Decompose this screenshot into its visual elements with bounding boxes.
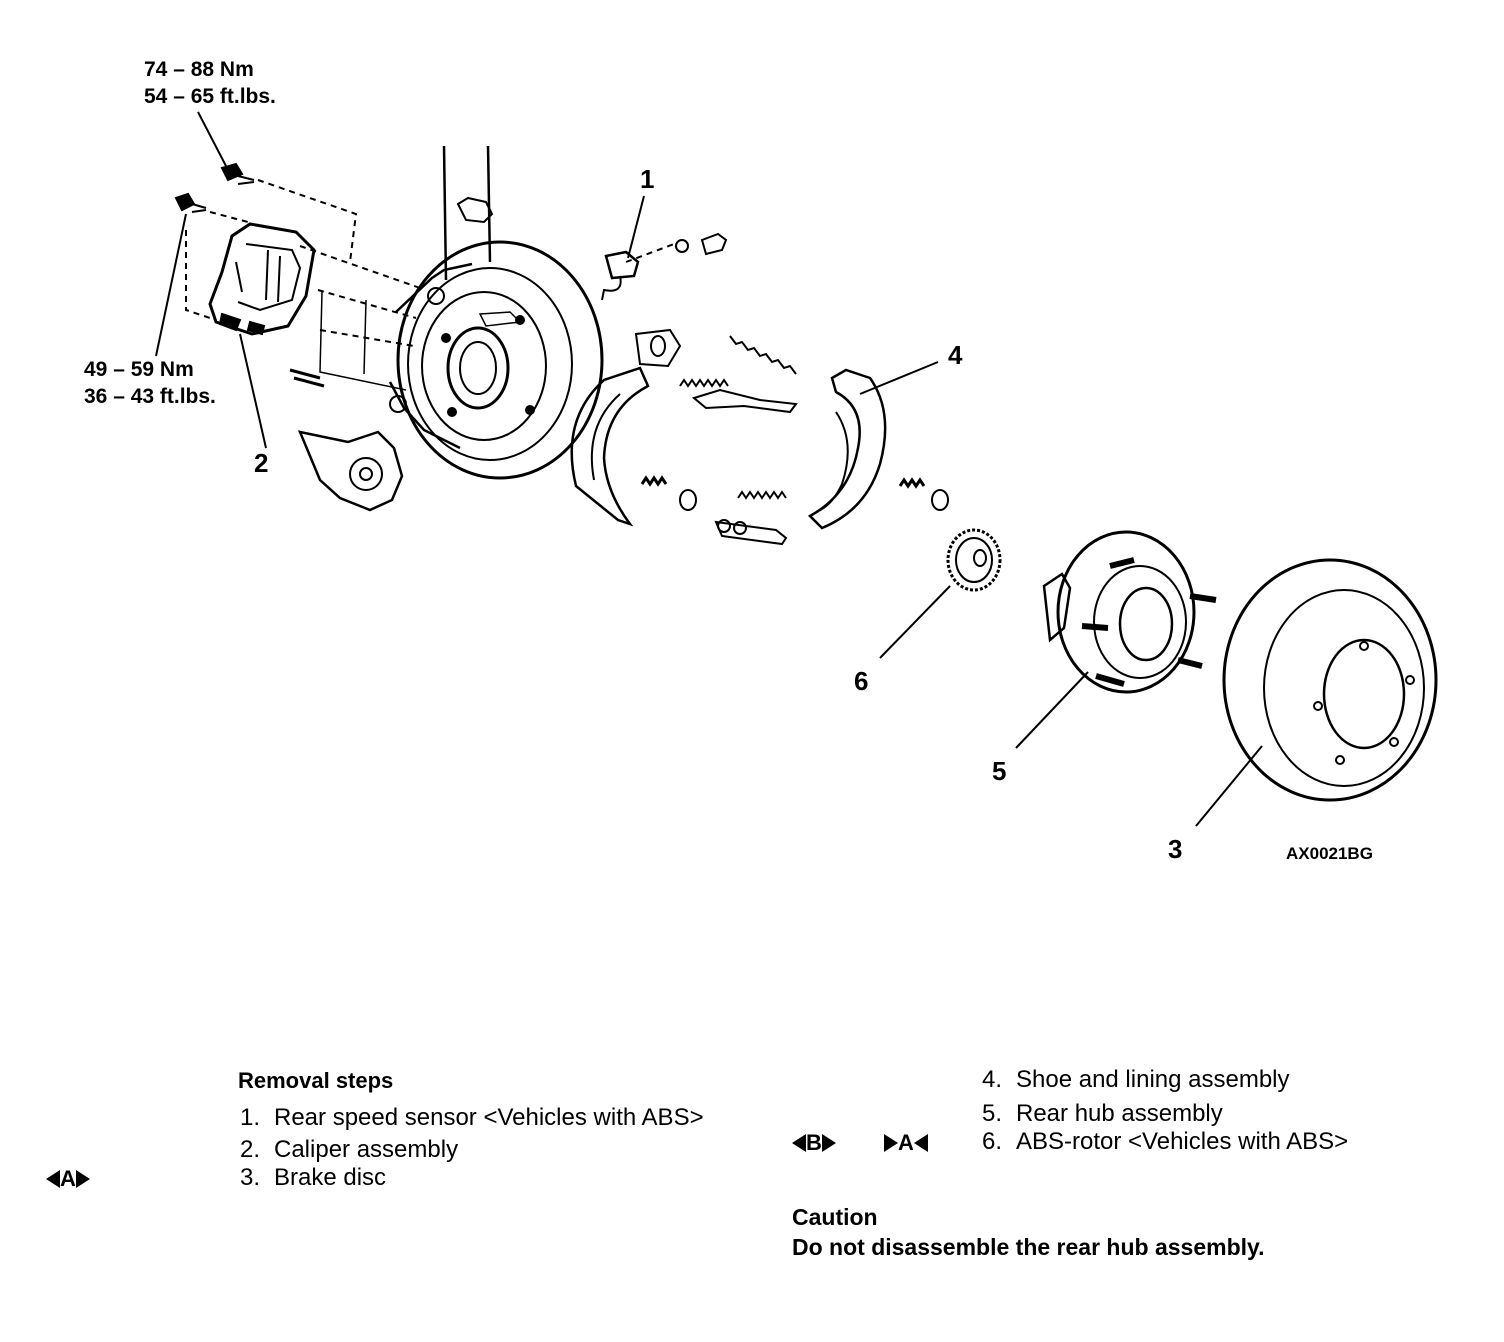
removal-step-1: 1. Rear speed sensor <Vehicles with ABS> bbox=[240, 1104, 710, 1132]
rear-hub-assembly bbox=[1015, 530, 1217, 749]
removal-step-5: 5. Rear hub assembly bbox=[982, 1100, 1452, 1128]
callout-4: 4 bbox=[948, 340, 963, 370]
callout-1: 1 bbox=[640, 164, 655, 194]
step-text: Rear hub assembly bbox=[1016, 1100, 1223, 1127]
callout-2: 2 bbox=[254, 448, 269, 478]
torque-label-upper: 74 – 88 Nm 54 – 65 ft.lbs. bbox=[144, 56, 276, 110]
figure-code: AX0021BG bbox=[1286, 844, 1373, 863]
service-marker-letter: A bbox=[60, 1166, 76, 1191]
arrow-left-icon bbox=[792, 1134, 806, 1152]
step-number: 5. bbox=[982, 1100, 1003, 1127]
torque-upper-imperial: 54 – 65 ft.lbs. bbox=[144, 85, 276, 108]
step-number: 3. bbox=[240, 1164, 261, 1191]
service-marker-letter: A bbox=[898, 1130, 914, 1155]
removal-step-6: 6. ABS-rotor <Vehicles with ABS> bbox=[982, 1128, 1452, 1156]
speed-sensor bbox=[601, 195, 728, 301]
step-number: 6. bbox=[982, 1128, 1003, 1155]
step-number: 1. bbox=[240, 1104, 261, 1131]
step-text: Brake disc bbox=[274, 1164, 387, 1191]
torque-upper-metric: 74 – 88 Nm bbox=[144, 58, 254, 81]
service-marker-letter: B bbox=[806, 1130, 822, 1155]
left-brake-shoe bbox=[570, 328, 682, 527]
step-text: Rear speed sensor <Vehicles with ABS> bbox=[274, 1104, 704, 1131]
removal-step-2: 2. Caliper assembly bbox=[240, 1136, 710, 1164]
removal-steps-left: 1. Rear speed sensor <Vehicles with ABS>… bbox=[240, 1104, 710, 1192]
arrow-left-icon bbox=[46, 1170, 60, 1188]
callout-6: 6 bbox=[854, 666, 869, 696]
step-text: ABS-rotor <Vehicles with ABS> bbox=[1016, 1128, 1349, 1155]
lower-hardware bbox=[640, 475, 949, 546]
service-marker-abs-removal: B bbox=[792, 1130, 836, 1156]
caliper-upper-bolt bbox=[197, 111, 358, 263]
step-number: 2. bbox=[240, 1136, 261, 1163]
brake-disc bbox=[1195, 558, 1438, 827]
upper-springs bbox=[679, 335, 798, 414]
removal-steps-right: 4. Shoe and lining assembly 5. Rear hub … bbox=[982, 1066, 1452, 1156]
removal-step-4: 4. Shoe and lining assembly bbox=[982, 1066, 1452, 1094]
callout-3: 3 bbox=[1168, 834, 1183, 864]
caution-title: Caution bbox=[792, 1204, 878, 1230]
arrow-right-icon bbox=[75, 1170, 90, 1188]
torque-lower-metric: 49 – 59 Nm bbox=[84, 358, 194, 381]
removal-step-3: 3. Brake disc bbox=[240, 1164, 710, 1192]
arrow-right-icon bbox=[821, 1134, 836, 1152]
caution-text: Do not disassemble the rear hub assembly… bbox=[792, 1234, 1265, 1260]
torque-lower-imperial: 36 – 43 ft.lbs. bbox=[84, 385, 216, 408]
right-brake-shoe bbox=[807, 361, 939, 530]
caliper-lower-bolt bbox=[155, 192, 249, 357]
service-marker-abs-install: A bbox=[884, 1130, 928, 1156]
caution-block: Caution Do not disassemble the rear hub … bbox=[792, 1202, 1265, 1262]
removal-steps-title: Removal steps bbox=[238, 1068, 394, 1093]
backing-plate bbox=[388, 240, 604, 480]
step-text: Caliper assembly bbox=[274, 1136, 459, 1163]
torque-label-lower: 49 – 59 Nm 36 – 43 ft.lbs. bbox=[84, 356, 216, 410]
step-text: Shoe and lining assembly bbox=[1016, 1066, 1290, 1093]
service-marker-caliper: A bbox=[46, 1166, 90, 1192]
arrow-right-icon bbox=[884, 1134, 898, 1152]
arrow-left-icon bbox=[913, 1134, 928, 1152]
caliper-assembly bbox=[208, 222, 316, 449]
step-number: 4. bbox=[982, 1066, 1003, 1093]
abs-rotor bbox=[879, 528, 1002, 659]
callout-5: 5 bbox=[992, 756, 1007, 786]
